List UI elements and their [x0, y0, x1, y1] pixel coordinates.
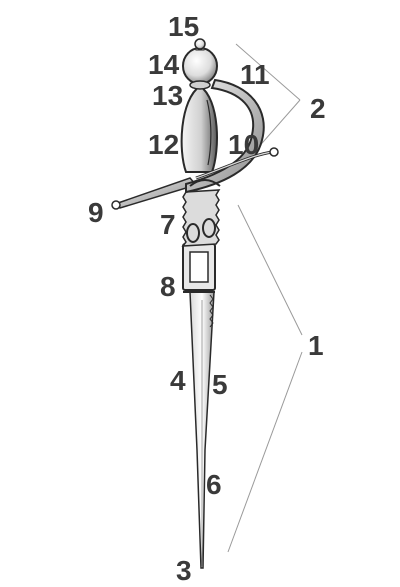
label-8: 8	[160, 271, 176, 302]
part-labels: 15 14 13 12 11 10 2 9 7 8 1 4 5 6 3	[88, 11, 326, 586]
label-3: 3	[176, 555, 192, 586]
quillon	[111, 177, 198, 210]
label-6: 6	[206, 469, 222, 500]
blade	[189, 291, 215, 569]
leader-lines	[227, 43, 303, 553]
knuckle-bow	[185, 78, 279, 194]
label-12: 12	[148, 129, 179, 160]
label-9: 9	[88, 197, 104, 228]
label-7: 7	[160, 209, 176, 240]
label-14: 14	[148, 49, 180, 80]
ricasso	[182, 243, 216, 293]
label-11: 11	[240, 59, 270, 90]
grip	[180, 84, 218, 173]
forte	[181, 189, 221, 247]
label-13: 13	[152, 80, 183, 111]
label-4: 4	[170, 365, 186, 396]
label-5: 5	[212, 369, 228, 400]
pommel	[182, 38, 218, 90]
label-1: 1	[308, 330, 324, 361]
label-10: 10	[228, 129, 259, 160]
label-15: 15	[168, 11, 199, 42]
label-2: 2	[310, 93, 326, 124]
